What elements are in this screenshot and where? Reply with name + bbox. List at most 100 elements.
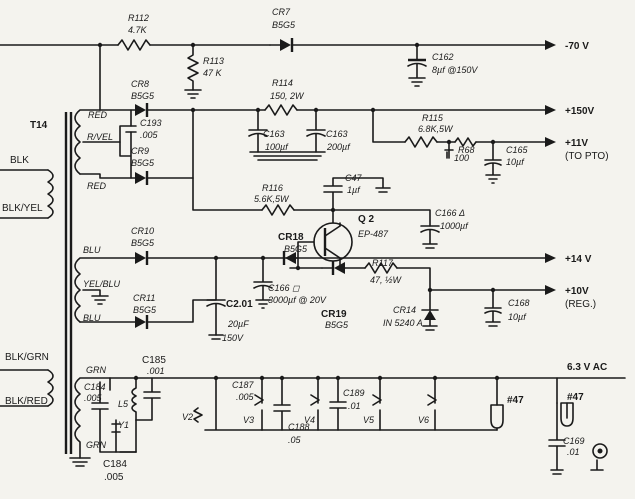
rail-p11: +11V (565, 138, 588, 149)
c201-value: 20µF (227, 319, 249, 329)
cr8-ref: CR8 (131, 79, 149, 89)
r114-value: 150, 2W (270, 91, 305, 101)
wire-blk-grn: BLK/GRN (5, 352, 49, 363)
cr14-value: IN 5240 A (383, 318, 423, 328)
y1-ref: Y1 (118, 420, 129, 430)
c193-ref: C193 (140, 118, 162, 128)
c47-value: 1µf (347, 185, 361, 195)
wire-red-2: RED (87, 181, 107, 191)
c47-ref: C47 (345, 173, 363, 183)
rail-labels: -70 V +150V +11V (TO PTO) +14 V +10V (RE… (565, 41, 609, 373)
cr9-ref: CR9 (131, 146, 149, 156)
r116-ref: R116 (262, 183, 283, 193)
l5-ref: L5 (118, 399, 129, 409)
r112-value: 4.7K (128, 25, 148, 35)
v6-ref: V6 (418, 415, 429, 425)
wire-grn-1: GRN (86, 365, 107, 375)
c166d-value: 1000µf (440, 221, 469, 231)
cr8-value: B5G5 (131, 91, 155, 101)
r114-ref: R114 (272, 78, 293, 88)
c168-value: 10µf (508, 312, 527, 322)
transformer-labels: T14 BLK BLK/YEL RED R/VEL RED BLU YEL/BL… (2, 110, 121, 450)
wire-blu-1: BLU (83, 245, 101, 255)
c187-ref: C187 (232, 380, 255, 390)
r113-value: 47 K (203, 68, 223, 78)
r68-ref: R68 (458, 145, 475, 155)
cr18-value: B5G5 (284, 244, 308, 254)
c169-value: .01 (567, 447, 580, 457)
r68-value: 100 (454, 153, 469, 163)
c201-rating: 150V (222, 333, 244, 343)
wire-red-1: RED (88, 110, 108, 120)
c185-ref: C185 (142, 355, 166, 366)
wire-blk: BLK (10, 155, 29, 166)
c163a-ref: C163 (263, 129, 285, 139)
r116-value: 5.6K,5W (254, 194, 290, 204)
cr7-value: B5G5 (272, 20, 296, 30)
c184b-ref: C184 (103, 459, 127, 470)
component-labels: R112 4.7K CR7 B5G5 R113 47 K C162 8µf @1… (84, 7, 585, 483)
c184-value: .005 (84, 393, 103, 403)
wire-blk-red: BLK/RED (5, 396, 48, 407)
neg70-branch (0, 38, 556, 111)
cr7-ref: CR7 (272, 7, 291, 17)
rail-reg: (REG.) (565, 299, 596, 310)
wire-grn-2: GRN (86, 440, 107, 450)
cr14-ref: CR14 (393, 305, 416, 315)
c165-value: 10µf (506, 157, 525, 167)
cr19-ref: CR19 (321, 309, 347, 320)
c185-value: .001 (147, 366, 165, 376)
rail-neg70: -70 V (565, 41, 589, 52)
cr9-value: B5G5 (131, 158, 155, 168)
rail-to-pto: (TO PTO) (565, 151, 609, 162)
rail-ac63: 6.3 V AC (567, 362, 607, 373)
wire-yel-blu: YEL/BLU (83, 279, 121, 289)
c201-ref: C2.01 (226, 299, 253, 310)
v3-ref: V3 (243, 415, 254, 425)
cr18-ref: CR18 (278, 232, 304, 243)
c188-value: .05 (288, 435, 302, 445)
wire-r-vel: R/VEL (87, 132, 113, 142)
r115-value: 6.8K,5W (418, 124, 454, 134)
wire-blk-yel: BLK/YEL (2, 203, 43, 214)
cr11-value: B5G5 (133, 305, 157, 315)
lamp2-ref: #47 (567, 392, 584, 403)
cr10-ref: CR10 (131, 226, 154, 236)
r115-ref: R115 (422, 113, 444, 123)
regulator-section (192, 109, 556, 340)
r112-ref: R112 (128, 13, 149, 23)
filament-bus (91, 375, 626, 475)
v2-ref: V2 (182, 412, 193, 422)
rail-p14: +14 V (565, 254, 592, 265)
c162-value: 8µf @150V (432, 65, 478, 75)
c193-value: .005 (140, 130, 159, 140)
transformer-t14 (0, 109, 556, 467)
r117-value: 47, ½W (370, 275, 403, 285)
cr11-ref: CR11 (133, 293, 155, 303)
r117-ref: R117 (372, 258, 394, 268)
q2-value: EP-487 (358, 229, 389, 239)
c187-value: .005 (236, 392, 255, 402)
t14-label: T14 (30, 120, 48, 131)
c166s-ref: C166 ◻ (268, 283, 300, 293)
c163b-ref: C163 (326, 129, 348, 139)
c189-ref: C189 (343, 388, 365, 398)
c162-ref: C162 (432, 52, 454, 62)
c166s-value: 3000µf @ 20V (268, 295, 327, 305)
c184-ref: C184 (84, 382, 106, 392)
v5-ref: V5 (363, 415, 375, 425)
c169-ref: C169 (563, 436, 585, 446)
rail-p10: +10V (565, 286, 589, 297)
lamp1-ref: #47 (507, 395, 524, 406)
c163b-value: 200µf (326, 142, 351, 152)
rail-p150: +150V (565, 106, 595, 117)
cr10-value: B5G5 (131, 238, 155, 248)
c163a-value: 100µf (265, 142, 289, 152)
c189-value: .01 (348, 401, 361, 411)
p150-branch (99, 103, 556, 184)
c168-ref: C168 (508, 298, 530, 308)
c184b-value: .005 (104, 472, 124, 483)
wire-blu-2: BLU (83, 313, 101, 323)
